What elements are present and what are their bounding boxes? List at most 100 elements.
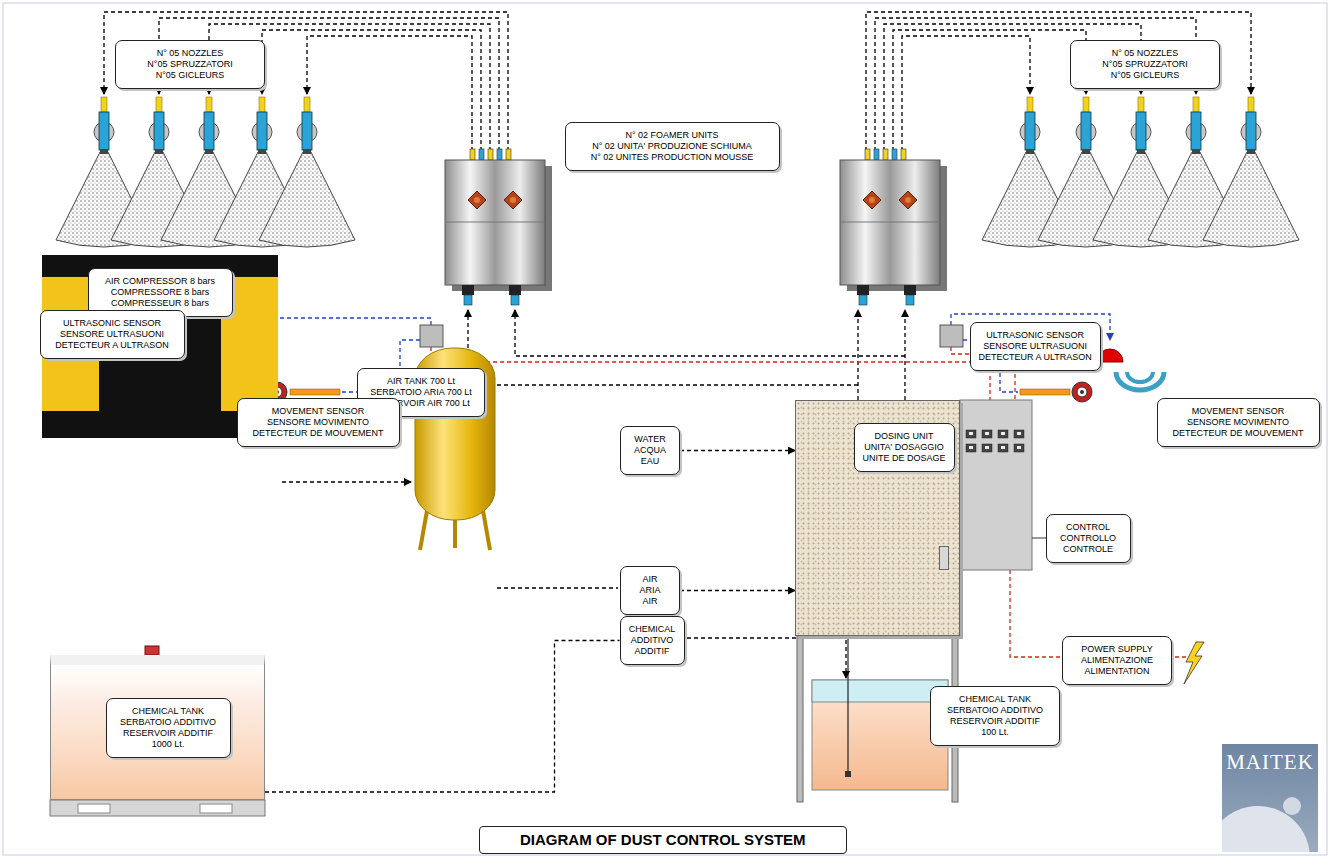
text-line: N°05 GICLEURS <box>1079 70 1211 81</box>
text-line: MOVEMENT SENSOR <box>246 406 391 417</box>
foamer-knob <box>863 191 881 209</box>
flow-connector <box>680 590 795 591</box>
foamer-inlet <box>462 285 474 295</box>
text-line: UNITE DE DOSAGE <box>863 453 946 464</box>
text-line: CONTROLE <box>1055 544 1122 555</box>
text-line: COMPRESSEUR 8 bars <box>97 298 224 309</box>
switch <box>966 444 976 452</box>
power-wire <box>431 347 990 402</box>
text-line: SERBATOIO ARIA 700 Lt <box>366 387 476 398</box>
foamer-knob <box>504 191 522 209</box>
nozzle-tip <box>205 149 213 154</box>
text-line: N°05 SPRUZZATORI <box>124 59 256 70</box>
text-line: AIR <box>629 574 671 585</box>
label-text: POWER SUPPLY ALIMENTAZIONE ALIMENTATION <box>1071 644 1163 677</box>
text-line: N° 05 NOZZLES <box>1079 48 1211 59</box>
nozzle-body <box>1246 112 1256 150</box>
switch <box>998 444 1008 452</box>
text-line: DOSING UNIT <box>863 431 946 442</box>
equipment-shape: DOSING UNIT UNITA' DOSAGGIO UNITE DE DOS… <box>795 400 960 636</box>
label-text: WATER ACQUA EAU <box>629 434 671 467</box>
text-line: AIR <box>629 596 671 607</box>
suction-filter <box>845 771 851 777</box>
text-line: COMPRESSORE 8 bars <box>97 287 224 298</box>
nozzle-inlet <box>1138 97 1144 112</box>
text-line: N° 02 UNITES PRODUCTION MOUSSE <box>574 152 771 163</box>
equipment-shape: CHEMICAL TANK SERBATOIO ADDITIVO RESERVO… <box>50 655 265 800</box>
knob-centre <box>510 197 516 203</box>
text-line: SENSORE MOVIMENTO <box>1166 417 1311 428</box>
power-wire <box>1175 656 1186 657</box>
nozzle-tip <box>258 149 266 154</box>
nozzle-tip <box>1082 149 1090 154</box>
flow-connector <box>680 450 795 451</box>
logo-dot <box>1283 797 1301 815</box>
junction-box <box>940 325 963 347</box>
text-line: SERBATOIO ADDITIVO <box>115 717 222 728</box>
label-text: ULTRASONIC SENSOR SENSORE ULTRASUONI DET… <box>979 330 1092 363</box>
leader-line <box>1032 538 1046 539</box>
nozzle-inlet <box>259 97 265 112</box>
switch-toggle <box>1017 446 1021 449</box>
text-line: CHEMICAL TANK <box>939 694 1051 705</box>
chemical-tank-small <box>812 680 948 790</box>
label-box: WATER ACQUA EAU <box>620 426 680 475</box>
text-line: 100 Lt. <box>939 727 1051 738</box>
text-line: SENSORE ULTRASUONI <box>979 341 1092 352</box>
label-box: N° 02 FOAMER UNITS N° 02 UNITA' PRODUZIO… <box>565 122 780 171</box>
spray-cone <box>259 152 355 247</box>
text-line: N° 02 FOAMER UNITS <box>574 130 771 141</box>
sensor-lens <box>1080 390 1084 394</box>
sound-wave <box>1127 372 1153 382</box>
nozzle-tip <box>1247 149 1255 154</box>
foamer-outlet <box>488 149 493 160</box>
junction-box <box>420 325 443 347</box>
nozzle-tip <box>303 149 311 154</box>
switch <box>998 430 1008 438</box>
nozzle-feed-line <box>893 30 1086 158</box>
label-box: ULTRASONIC SENSOR SENSORE ULTRASUONI DET… <box>970 322 1101 371</box>
nozzle-feed-line <box>262 30 481 158</box>
label-text: ULTRASONIC SENSOR SENSORE ULTRASUONI DET… <box>49 318 176 351</box>
switch <box>982 430 992 438</box>
foamer-outlet <box>470 149 475 160</box>
pallet-slot <box>200 804 232 813</box>
text-line: N°05 SPRUZZATORI <box>1079 59 1211 70</box>
foam-supply-line <box>904 310 905 400</box>
switch <box>1014 444 1024 452</box>
label-text: MOVEMENT SENSOR SENSORE MOVIMENTO DETECT… <box>246 406 391 439</box>
text-line: CONTROLLO <box>1055 533 1122 544</box>
foamer-body <box>445 160 545 285</box>
text-line: UNITA' DOSAGGIO <box>863 442 946 453</box>
text-line: DETECTEUR A ULTRASON <box>979 352 1092 363</box>
text-line: AIR TANK 700 Lt <box>366 376 476 387</box>
nozzle-feed-line <box>902 36 1030 158</box>
nozzle-inlet <box>1193 97 1199 112</box>
nozzle-tip <box>1137 149 1145 154</box>
text-line: AIR COMPRESSOR 8 bars <box>97 276 224 287</box>
tank-pallet <box>50 800 265 816</box>
knob-centre <box>869 197 875 203</box>
nozzle-inlet <box>304 97 310 112</box>
text-line: ULTRASONIC SENSOR <box>979 330 1092 341</box>
lightning-symbol <box>1184 642 1204 684</box>
text-line: ALIMENTAZIONE <box>1071 655 1163 666</box>
label-box: AIR ARIA AIR <box>620 566 680 615</box>
sensor-rod <box>290 389 340 395</box>
switch-toggle <box>985 432 989 435</box>
nozzle-tip <box>1026 149 1034 154</box>
switch-toggle <box>1017 432 1021 435</box>
label-box: CHEMICAL TANK SERBATOIO ADDITIVO RESERVO… <box>930 686 1060 746</box>
text-line: ADDITIF <box>629 646 676 657</box>
text-line: CHEMICAL <box>629 624 676 635</box>
sound-wave <box>1116 372 1164 390</box>
foamer-body <box>840 160 940 285</box>
foam-supply-line <box>515 310 905 356</box>
power-wire <box>1010 570 1060 657</box>
control-panel <box>960 400 1032 570</box>
text-line: ULTRASONIC SENSOR <box>49 318 176 329</box>
text-line: EAU <box>629 456 671 467</box>
flow-connector <box>265 641 620 793</box>
logo-wordmark: MAITEK <box>1222 750 1318 775</box>
